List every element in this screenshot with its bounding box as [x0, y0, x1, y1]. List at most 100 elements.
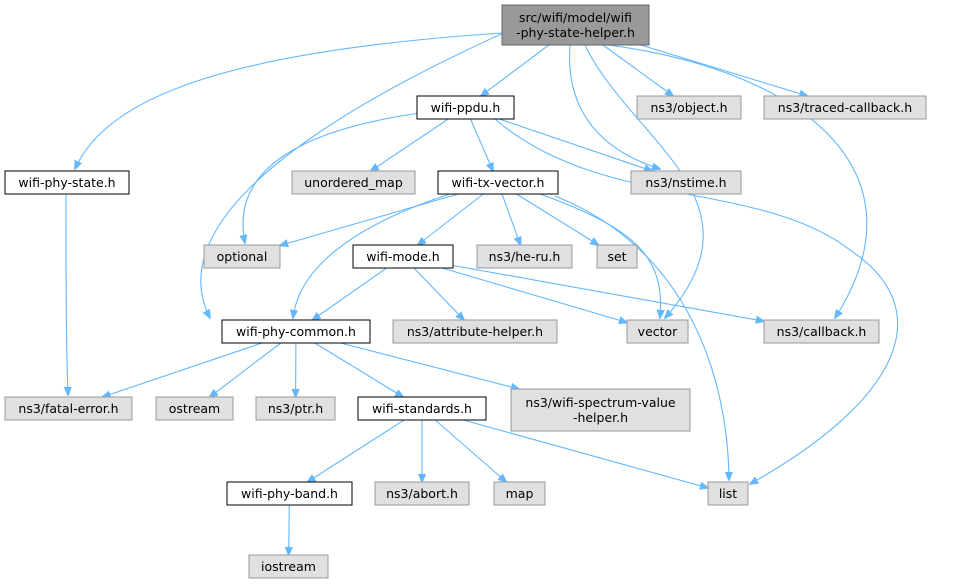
- node-traced: ns3/traced-callback.h: [763, 95, 927, 120]
- edge-mode-attr: [413, 267, 464, 320]
- node-box-common: [221, 319, 371, 344]
- node-box-heru: [476, 244, 573, 269]
- node-box-optional: [203, 244, 281, 269]
- node-box-standards: [357, 396, 487, 421]
- node-label-root: -phy-state-helper.h: [516, 25, 635, 40]
- node-set: set: [596, 244, 638, 269]
- node-box-ptr: [255, 396, 336, 421]
- node-vector: vector: [626, 319, 689, 344]
- node-label-ptr: ns3/ptr.h: [268, 401, 323, 416]
- node-umap: unordered_map: [291, 170, 416, 195]
- edge-txvec-mode: [418, 193, 484, 245]
- node-box-vector: [626, 319, 689, 344]
- edge-root-traced: [640, 44, 808, 96]
- node-box-iostream: [248, 554, 329, 579]
- edge-txvec-optional: [280, 193, 459, 246]
- node-heru: ns3/he-ru.h: [476, 244, 573, 269]
- node-box-traced: [763, 95, 927, 120]
- node-box-abort: [374, 481, 470, 506]
- edge-ppdu-list: [494, 118, 899, 484]
- edge-standards-map: [434, 419, 506, 482]
- node-standards[interactable]: wifi-standards.h: [357, 396, 487, 421]
- node-box-set: [596, 244, 638, 269]
- edge-mode-common: [312, 267, 387, 320]
- node-label-root: src/wifi/model/wifi: [519, 10, 632, 25]
- node-label-set: set: [607, 249, 626, 264]
- node-band[interactable]: wifi-phy-band.h: [226, 481, 353, 506]
- node-label-phystate: wifi-phy-state.h: [18, 175, 115, 190]
- edge-root-nstime: [568, 44, 660, 169]
- node-map: map: [493, 481, 546, 506]
- node-label-optional: optional: [217, 249, 268, 264]
- node-ostream: ostream: [155, 396, 234, 421]
- edge-ppdu-optional: [243, 112, 421, 243]
- node-ppdu[interactable]: wifi-ppdu.h: [416, 95, 515, 120]
- edge-common-spectrum: [340, 342, 519, 389]
- node-label-callback: ns3/callback.h: [777, 324, 867, 339]
- node-label-list: list: [719, 486, 737, 501]
- node-nstime: ns3/nstime.h: [630, 170, 742, 195]
- node-box-attr: [392, 319, 558, 344]
- node-label-ostream: ostream: [169, 401, 220, 416]
- node-label-spectrum: -helper.h: [573, 410, 628, 425]
- edge-band-iostream: [289, 504, 290, 555]
- edge-root-phystate: [75, 32, 503, 169]
- node-label-heru: ns3/he-ru.h: [489, 249, 561, 264]
- node-txvec[interactable]: wifi-tx-vector.h: [437, 170, 559, 195]
- node-label-attr: ns3/attribute-helper.h: [407, 324, 543, 339]
- edge-txvec-heru: [501, 193, 520, 245]
- node-label-mode: wifi-mode.h: [366, 249, 439, 264]
- node-spectrum: ns3/wifi-spectrum-value-helper.h: [510, 388, 691, 432]
- node-label-nstime: ns3/nstime.h: [645, 175, 726, 190]
- edge-standards-list: [463, 419, 708, 488]
- edge-phystate-fatal: [66, 193, 68, 395]
- node-label-traced: ns3/traced-callback.h: [778, 100, 912, 115]
- node-box-list: [707, 481, 749, 506]
- node-optional: optional: [203, 244, 281, 269]
- node-label-umap: unordered_map: [304, 175, 403, 190]
- node-attr: ns3/attribute-helper.h: [392, 319, 558, 344]
- node-box-map: [493, 481, 546, 506]
- edge-common-standards: [314, 342, 403, 397]
- node-label-fatal: ns3/fatal-error.h: [18, 401, 118, 416]
- node-box-band: [226, 481, 353, 506]
- node-box-phystate: [4, 170, 130, 195]
- node-label-iostream: iostream: [261, 559, 316, 574]
- edge-txvec-list: [554, 195, 729, 480]
- node-box-root: [501, 4, 650, 46]
- edge-ppdu-umap: [371, 118, 449, 171]
- node-abort: ns3/abort.h: [374, 481, 470, 506]
- edges-layer: [66, 29, 899, 555]
- node-iostream: iostream: [248, 554, 329, 579]
- edge-common-ostream: [210, 342, 282, 397]
- edge-root-object: [602, 44, 673, 96]
- node-common[interactable]: wifi-phy-common.h: [221, 319, 371, 344]
- node-fatal: ns3/fatal-error.h: [4, 396, 133, 421]
- node-ptr: ns3/ptr.h: [255, 396, 336, 421]
- edge-standards-band: [307, 419, 405, 482]
- node-root[interactable]: src/wifi/model/wifi-phy-state-helper.h: [501, 4, 650, 46]
- node-label-spectrum: ns3/wifi-spectrum-value: [525, 395, 675, 410]
- edge-mode-callback: [452, 264, 764, 322]
- node-label-map: map: [506, 486, 534, 501]
- edge-root-ppdu: [481, 44, 550, 96]
- node-object: ns3/object.h: [636, 95, 742, 120]
- node-phystate[interactable]: wifi-phy-state.h: [4, 170, 130, 195]
- edge-common-fatal: [103, 342, 263, 397]
- node-box-nstime: [630, 170, 742, 195]
- edge-mode-vector: [441, 267, 627, 323]
- node-box-ppdu: [416, 95, 515, 120]
- node-label-vector: vector: [638, 324, 679, 339]
- edge-txvec-common: [293, 193, 451, 318]
- node-box-fatal: [4, 396, 133, 421]
- edge-ppdu-nstime: [499, 118, 652, 171]
- edge-ppdu-txvec: [469, 118, 494, 171]
- node-box-spectrum: [510, 388, 691, 432]
- node-label-ppdu: wifi-ppdu.h: [431, 100, 501, 115]
- node-label-abort: ns3/abort.h: [386, 486, 458, 501]
- edge-txvec-set: [516, 193, 599, 245]
- node-callback: ns3/callback.h: [763, 319, 880, 344]
- node-box-object: [636, 95, 742, 120]
- node-mode[interactable]: wifi-mode.h: [352, 244, 454, 269]
